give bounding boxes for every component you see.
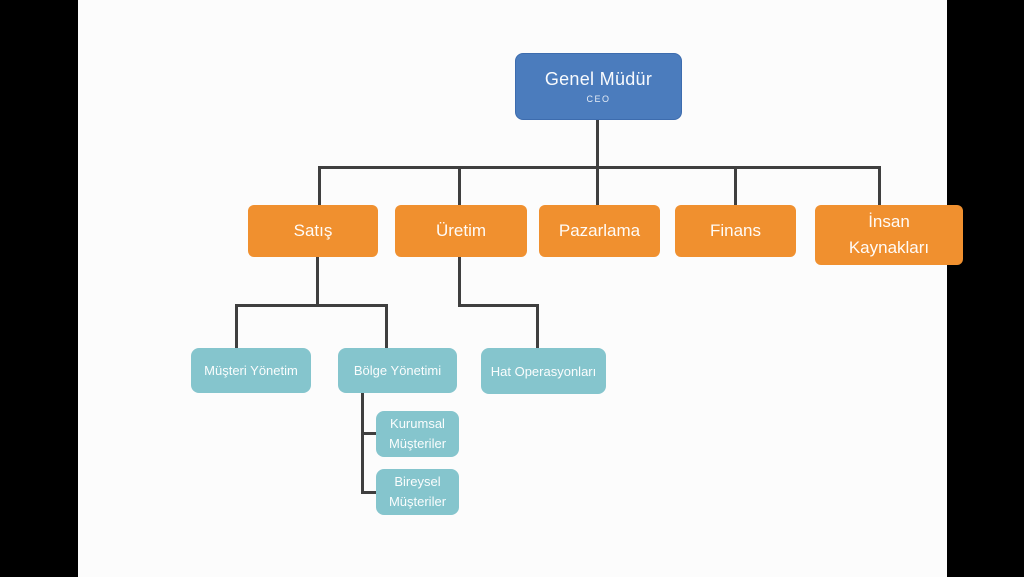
connector-drop-musteri	[235, 304, 238, 349]
connector-ceo-stem	[596, 119, 599, 207]
node-finans[interactable]: Finans	[675, 205, 796, 257]
node-label: Pazarlama	[558, 221, 641, 240]
connector-drop-bolge	[385, 304, 388, 349]
node-label: Kurumsal Müşteriler	[388, 416, 447, 451]
node-label: Müşteri Yönetim	[204, 363, 298, 378]
connector-drop-hat	[536, 304, 539, 349]
node-label: Satış	[293, 221, 333, 240]
connector-satis-horizontal	[235, 304, 388, 307]
org-chart-canvas: Genel Müdür CEO Satış Üretim Pazarlama F…	[78, 0, 963, 577]
connector-main-horizontal	[319, 166, 881, 169]
node-label: Bölge Yönetimi	[353, 363, 442, 378]
connector-stub-kurumsal	[361, 432, 377, 435]
node-bolge-yonetimi[interactable]: Bölge Yönetimi	[338, 348, 457, 393]
node-satis[interactable]: Satış	[248, 205, 378, 257]
connector-uretim-stem	[458, 256, 461, 307]
connector-drop-uretim	[458, 166, 461, 206]
node-musteri-yonetim[interactable]: Müşteri Yönetim	[191, 348, 311, 393]
connector-drop-satis	[318, 166, 321, 206]
node-hat-operasyonlari[interactable]: Hat Operasyonları	[481, 348, 606, 394]
connector-bolge-stem	[361, 392, 364, 494]
node-label: Finans	[709, 221, 762, 240]
node-insan-kaynaklari[interactable]: İnsan Kaynakları	[815, 205, 963, 265]
node-title: Genel Müdür	[544, 69, 653, 89]
node-bireysel-musteriler[interactable]: Bireysel Müşteriler	[376, 469, 459, 515]
connector-drop-finans	[734, 166, 737, 206]
connector-drop-insan	[878, 166, 881, 206]
node-label: Üretim	[435, 221, 487, 240]
node-kurumsal-musteriler[interactable]: Kurumsal Müşteriler	[376, 411, 459, 457]
connector-uretim-horizontal	[458, 304, 539, 307]
node-genel-mudur[interactable]: Genel Müdür CEO	[515, 53, 682, 120]
node-uretim[interactable]: Üretim	[395, 205, 527, 257]
node-label: Hat Operasyonları	[490, 363, 597, 379]
node-pazarlama[interactable]: Pazarlama	[539, 205, 660, 257]
node-label: İnsan Kaynakları	[848, 212, 930, 257]
node-subtitle: CEO	[586, 94, 611, 104]
node-label: Bireysel Müşteriler	[388, 474, 447, 509]
connector-stub-bireysel	[361, 491, 377, 494]
connector-satis-stem	[316, 256, 319, 307]
